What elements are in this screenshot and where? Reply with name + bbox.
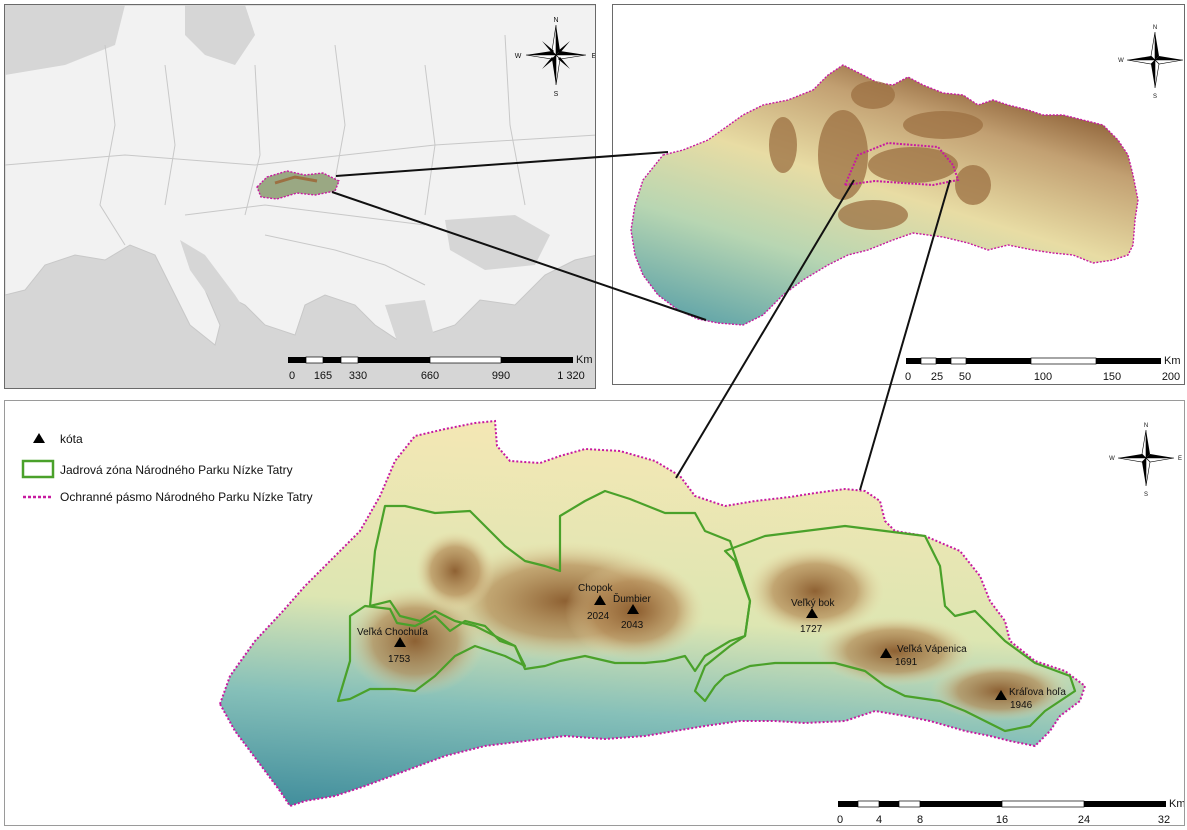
- slovakia-highlight: [256, 170, 340, 200]
- legend: kóta Jadrová zóna Národného Parku Nízke …: [21, 432, 313, 504]
- scale-unit: Km: [576, 354, 593, 366]
- scale-tick: 660: [421, 370, 439, 382]
- peak-chopok: Chopok 2024: [578, 583, 613, 622]
- peak-elevation: 1727: [800, 624, 823, 635]
- park-outline: [843, 141, 960, 187]
- core-zone-west: [336, 604, 527, 703]
- scale-tick: 100: [1034, 371, 1052, 383]
- scale-unit: Km: [1169, 798, 1185, 810]
- compass-rose-icon: N S W E: [1118, 25, 1184, 100]
- peak-name: Veľký bok: [791, 598, 835, 609]
- baltic-sea: [185, 5, 255, 65]
- legend-item-buffer-zone: Ochranné pásmo Národného Parku Nízke Tat…: [23, 490, 313, 504]
- scale-tick: 990: [492, 370, 510, 382]
- peak-velky-bok: Veľký bok 1727: [791, 598, 835, 635]
- peak-triangle-icon: [627, 604, 639, 614]
- core-zone-east: [693, 524, 1077, 733]
- peak-name: Chopok: [578, 583, 613, 594]
- scale-tick: 1 320: [557, 370, 585, 382]
- peak-name: Kráľova hoľa: [1009, 687, 1066, 698]
- scale-tick: 150: [1103, 371, 1121, 383]
- legend-item-core-zone: Jadrová zóna Národného Parku Nízke Tatry: [21, 459, 293, 479]
- scale-tick: 165: [314, 370, 332, 382]
- peak-elevation: 2043: [621, 620, 644, 631]
- scale-tick: 330: [349, 370, 367, 382]
- compass-e: E: [592, 53, 596, 60]
- scale-tick: 4: [876, 814, 882, 826]
- peak-triangle-icon: [806, 608, 818, 618]
- compass-rose-icon: N S W E: [1109, 423, 1182, 498]
- peak-triangle-icon: [995, 690, 1007, 700]
- scale-tick: 16: [996, 814, 1008, 826]
- compass-w: W: [515, 53, 522, 60]
- compass-e: E: [1178, 456, 1182, 462]
- legend-label: Jadrová zóna Národného Parku Nízke Tatry: [60, 463, 293, 477]
- compass-s: S: [1153, 94, 1157, 100]
- scale-tick: 0: [289, 370, 295, 382]
- slovakia-relief: [274, 175, 318, 185]
- scale-tick: 24: [1078, 814, 1090, 826]
- scale-tick: 0: [837, 814, 843, 826]
- scale-bar: Km 0 4 8 16 24 32: [837, 798, 1185, 826]
- slovakia-map: N S W E Km 0 25 50 100 150 200: [612, 4, 1185, 385]
- scale-tick: 25: [931, 371, 943, 383]
- legend-label: kóta: [60, 432, 83, 446]
- scale-tick: 200: [1162, 371, 1180, 383]
- scale-unit: Km: [1164, 355, 1181, 367]
- compass-n: N: [553, 17, 558, 24]
- peak-elevation: 1691: [895, 657, 918, 668]
- peak-triangle-icon: [33, 433, 45, 443]
- scale-bar: Km 0 25 50 100 150 200: [905, 355, 1181, 383]
- compass-n: N: [1144, 423, 1148, 429]
- compass-s: S: [554, 91, 559, 98]
- peak-velka-vapenica: Veľká Vápenica 1691: [880, 644, 967, 668]
- peak-kralova-hola: Kráľova hoľa 1946: [995, 687, 1066, 711]
- park-detail-map: Chopok 2024 Ďumbier 2043 Veľká Chochuľa …: [4, 400, 1185, 826]
- peaks: Chopok 2024 Ďumbier 2043 Veľká Chochuľa …: [357, 583, 1066, 711]
- compass-w: W: [1118, 58, 1124, 64]
- legend-item-peak: kóta: [33, 432, 83, 446]
- compass-rose-icon: N S W E: [515, 17, 596, 98]
- scale-tick: 8: [917, 814, 923, 826]
- park-map-svg: Chopok 2024 Ďumbier 2043 Veľká Chochuľa …: [21, 419, 1185, 826]
- compass-w: W: [1109, 456, 1115, 462]
- north-sea: [5, 5, 125, 75]
- europe-overview-map: N S W E Km 0 165 330 660 990 1 320: [4, 4, 596, 389]
- peak-velka-chochula: Veľká Chochuľa 1753: [357, 627, 428, 665]
- peak-elevation: 2024: [587, 611, 610, 622]
- peak-triangle-icon: [594, 595, 606, 605]
- compass-n: N: [1153, 25, 1157, 31]
- peak-name: Veľká Chochuľa: [357, 627, 428, 638]
- core-zone: [336, 489, 1077, 733]
- peak-name: Ďumbier: [613, 592, 651, 605]
- peak-triangle-icon: [880, 648, 892, 658]
- peak-triangle-icon: [394, 637, 406, 647]
- peak-dumbier: Ďumbier 2043: [613, 592, 651, 631]
- peak-elevation: 1946: [1010, 700, 1033, 711]
- europe-map-svg: N S W E Km 0 165 330 660 990 1 320: [5, 5, 596, 382]
- adriatic-sea: [180, 240, 255, 335]
- slovakia-map-svg: N S W E Km 0 25 50 100 150 200: [630, 25, 1184, 383]
- scale-tick: 32: [1158, 814, 1170, 826]
- peak-name: Veľká Vápenica: [897, 644, 967, 655]
- scale-bar: Km 0 165 330 660 990 1 320: [288, 354, 593, 382]
- compass-s: S: [1144, 492, 1148, 498]
- legend-label: Ochranné pásmo Národného Parku Nízke Tat…: [60, 490, 313, 504]
- core-zone-swatch: [21, 459, 55, 479]
- peak-elevation: 1753: [388, 654, 411, 665]
- scale-tick: 0: [905, 371, 911, 383]
- mountain-relief: [769, 81, 991, 230]
- scale-tick: 50: [959, 371, 971, 383]
